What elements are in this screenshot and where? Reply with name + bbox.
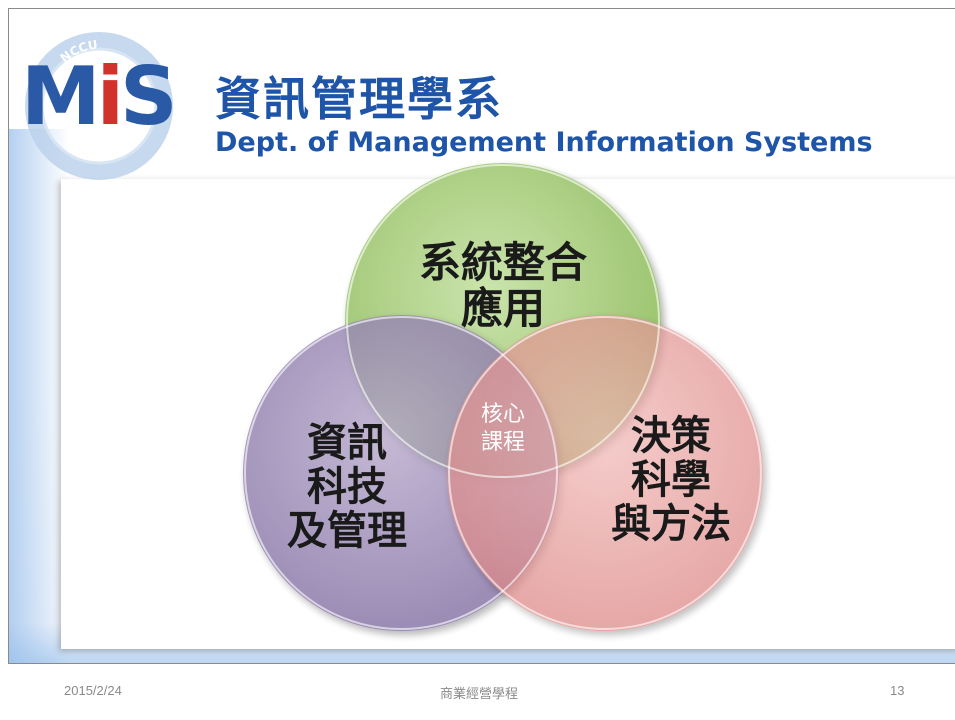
venn-label-it-line1: 資訊 [307, 420, 387, 466]
circle-decision-science [447, 315, 763, 631]
footer-page-number: 13 [890, 683, 905, 698]
department-title-chinese: 資訊管理學系 [215, 72, 503, 126]
side-gradient [9, 129, 69, 663]
nccu-mis-logo: NCCU [25, 32, 173, 180]
venn-label-decision-line3: 與方法 [611, 501, 731, 547]
venn-center-label-line2: 課程 [481, 430, 525, 455]
footer-date: 2015/2/24 [64, 683, 122, 698]
venn-label-decision-line2: 科學 [631, 457, 711, 503]
department-title-english: Dept. of Management Information Systems [215, 127, 873, 158]
slide: NCCU MiS 資訊管理學系 Dept. of Management Info… [8, 8, 955, 664]
venn-label-it-line2: 科技 [307, 464, 387, 510]
venn-label-it-line3: 及管理 [287, 508, 407, 554]
venn-label-system-integration-line1: 系統整合 [419, 238, 587, 287]
venn-center-label-line1: 核心 [481, 402, 525, 427]
venn-label-system-integration-line2: 應用 [461, 284, 545, 333]
footer-program-name: 商業經營學程 [440, 686, 519, 701]
venn-label-decision-line1: 決策 [631, 413, 711, 459]
venn-diagram: 系統整合 應用 資訊 科技 及管理 決策 科學 與方法 核心 課程 [243, 163, 763, 631]
logo-wordmark: MiS [21, 50, 178, 143]
